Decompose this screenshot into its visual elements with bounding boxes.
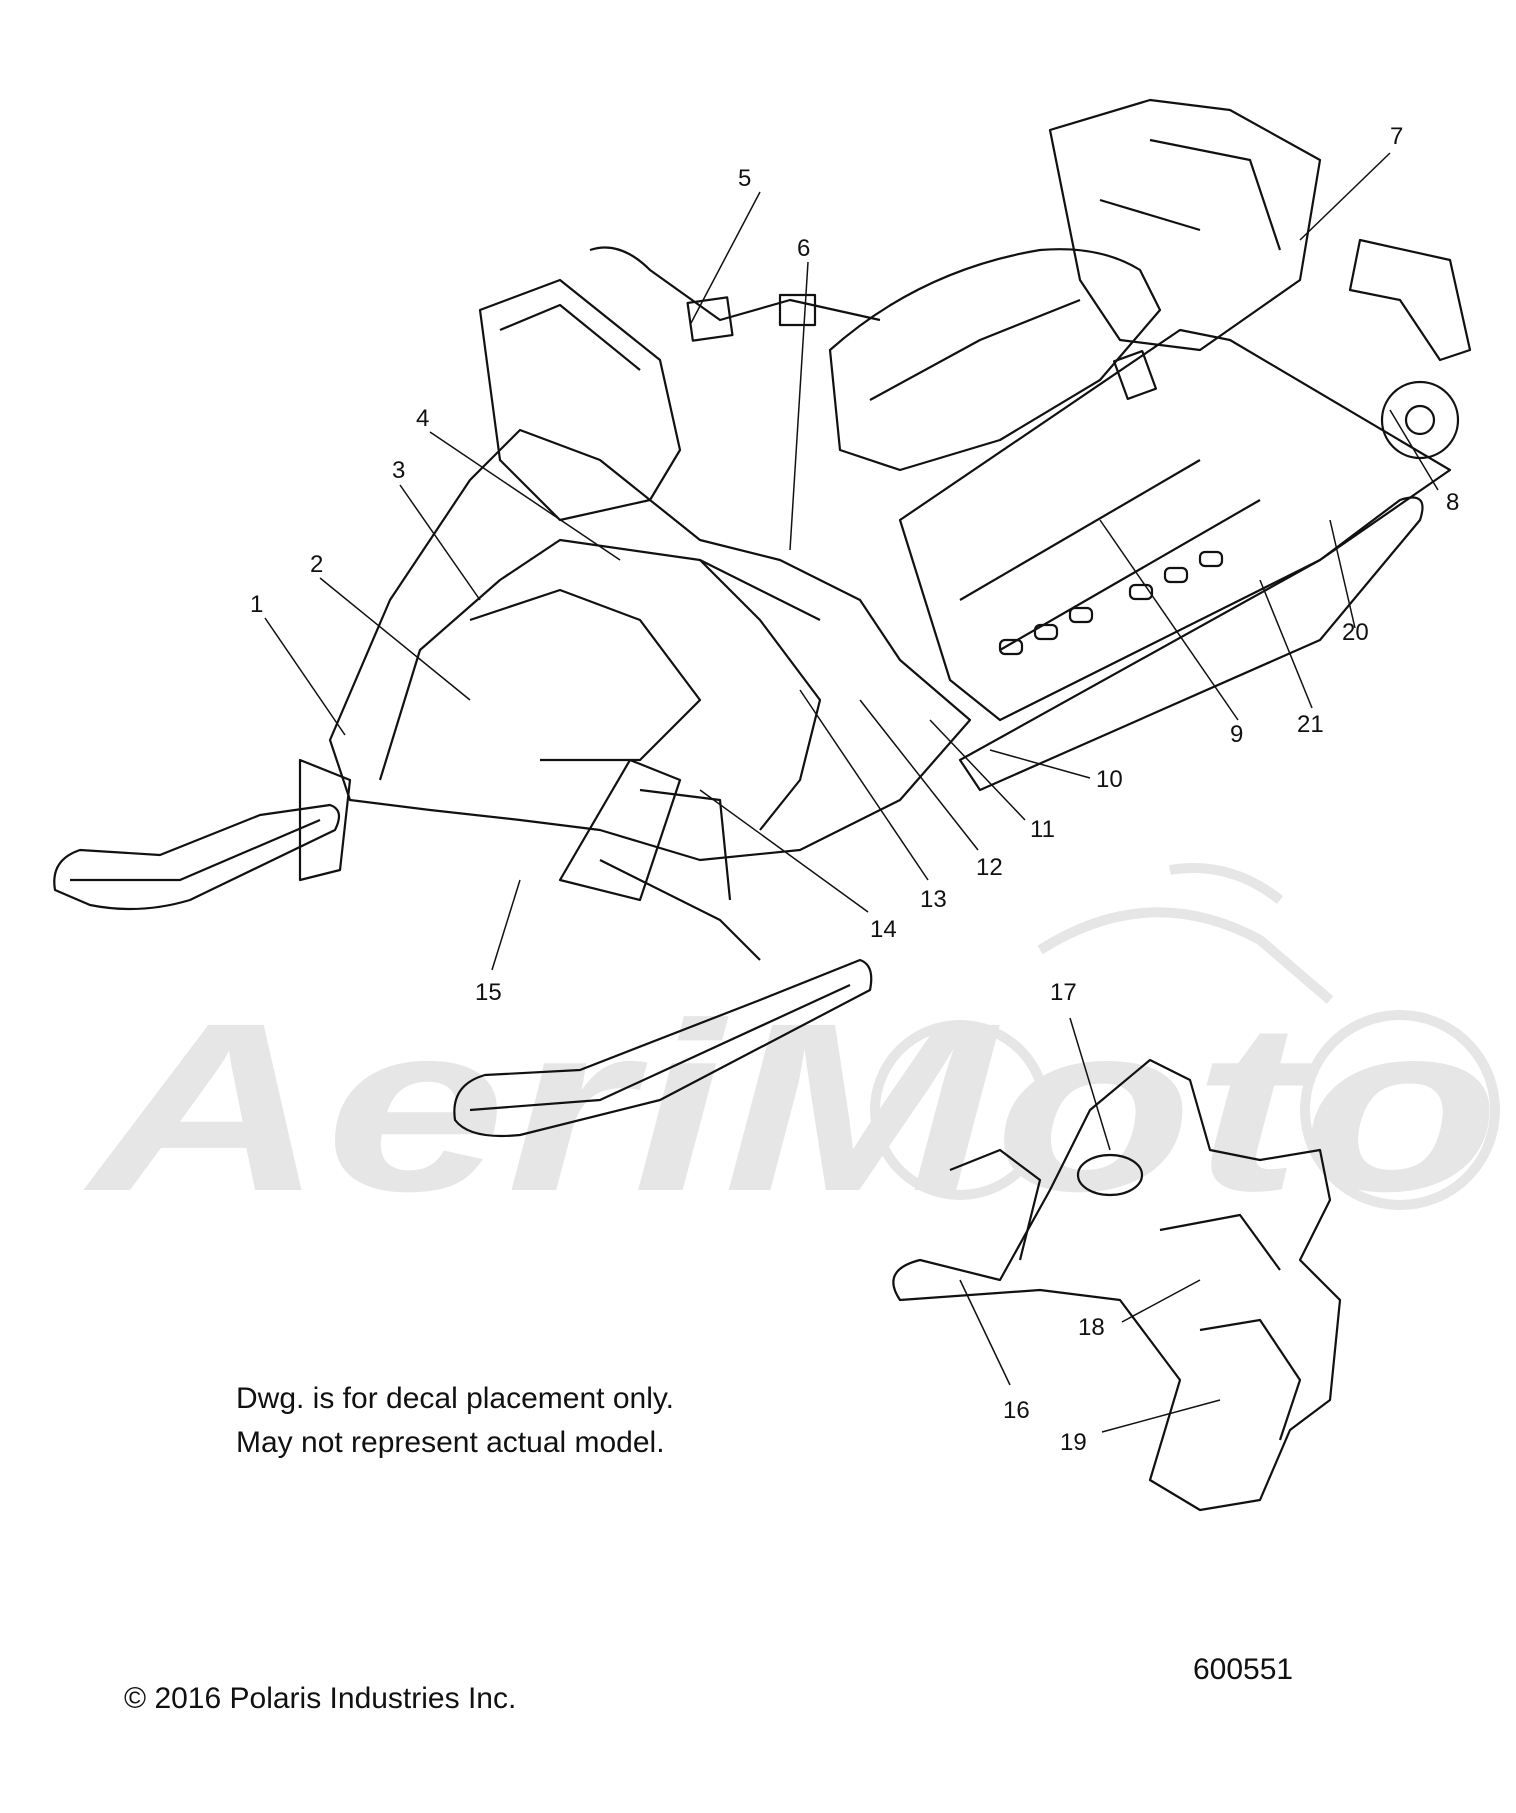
callout-5: 5: [738, 165, 751, 192]
hood: [328, 428, 972, 862]
callout-17: 17: [1050, 979, 1077, 1006]
callout-12: 12: [976, 854, 1003, 881]
leader-lines: [264, 152, 1439, 1433]
left-ski: [53, 803, 341, 911]
callout-16: 16: [1003, 1397, 1030, 1424]
watermark-motorcycle-icon: [870, 863, 1500, 1210]
callout-20: 20: [1342, 619, 1369, 646]
callout-labels: 1 2 3 4 5 6 7 8 9 10 11 12 13 14 15 16 1…: [250, 123, 1459, 1456]
snowmobile-drawing: [53, 98, 1472, 1138]
side-panel-inset: [892, 1058, 1342, 1512]
callout-1: 1: [250, 591, 263, 618]
watermark-text: AeriMoto: [83, 973, 1500, 1241]
callout-14: 14: [870, 916, 897, 943]
callout-3: 3: [392, 457, 405, 484]
right-ski: [453, 958, 873, 1138]
rear-bag: [1048, 98, 1322, 352]
callout-19: 19: [1060, 1429, 1087, 1456]
footrest-cutouts: [998, 550, 1224, 656]
note-line-2: May not represent actual model.: [236, 1426, 665, 1459]
rear-wheel: [1380, 380, 1460, 460]
note-line-1: Dwg. is for decal placement only.: [236, 1382, 674, 1415]
callout-2: 2: [310, 551, 323, 578]
rear-bumper: [1348, 238, 1472, 362]
drawing-number: 600551: [1193, 1653, 1294, 1686]
callout-15: 15: [475, 979, 502, 1006]
track: [958, 496, 1424, 792]
seat: [828, 248, 1162, 472]
callout-9: 9: [1230, 721, 1243, 748]
callout-13: 13: [920, 886, 947, 913]
front-suspension: [558, 758, 682, 902]
callout-18: 18: [1078, 1314, 1105, 1341]
callout-7: 7: [1390, 123, 1403, 150]
callout-6: 6: [797, 235, 810, 262]
watermark: AeriMoto: [83, 863, 1500, 1241]
callout-10: 10: [1096, 766, 1123, 793]
callout-8: 8: [1446, 489, 1459, 516]
callout-4: 4: [416, 405, 429, 432]
windshield: [478, 278, 682, 522]
callout-11: 11: [1030, 816, 1055, 843]
handlebar: [589, 246, 881, 322]
callout-21: 21: [1297, 711, 1324, 738]
tunnel: [898, 328, 1452, 722]
copyright-text: © 2016 Polaris Industries Inc.: [124, 1682, 517, 1715]
